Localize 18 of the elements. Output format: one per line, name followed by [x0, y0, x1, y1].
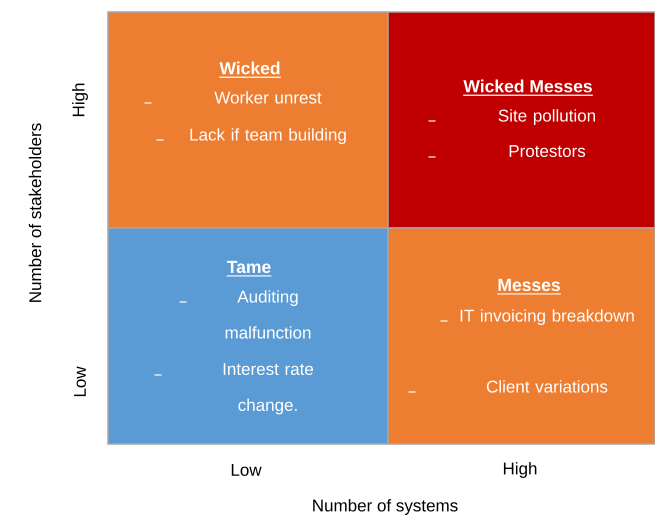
list-item: Protestors	[510, 145, 586, 158]
list-item: Site pollution	[498, 109, 595, 126]
list-item: Lack if team building	[190, 128, 346, 144]
quadrant-heading: Wicked Messes	[463, 80, 593, 96]
axis-tick-label: High	[504, 462, 536, 478]
quadrant-heading: Wicked	[219, 62, 281, 78]
quadrant-heading: Messes	[497, 278, 561, 295]
axis-title: Number of stakeholders	[28, 123, 42, 302]
axis-tick-label: Low	[232, 464, 262, 476]
list-item: Auditing malfunction	[226, 290, 310, 339]
quadrant-heading: Tame	[226, 260, 272, 277]
list-item: Worker unrest	[214, 91, 322, 104]
axis-tick-label: Low	[74, 366, 86, 396]
list-item: Client variations	[486, 380, 608, 393]
list-item: Interest rate change.	[224, 363, 314, 414]
axis-title: Number of systems	[313, 499, 458, 515]
axis-tick-label: High	[72, 84, 88, 116]
list-item: IT invoicing breakdown	[460, 309, 634, 326]
